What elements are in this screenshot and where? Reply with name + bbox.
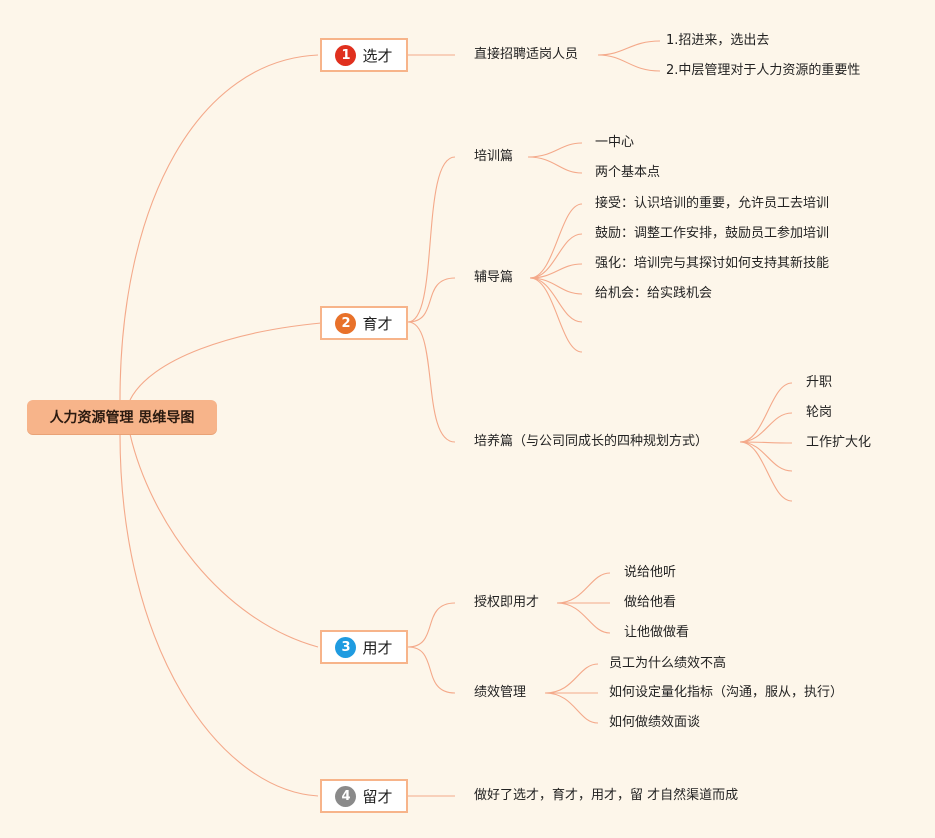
node-empower-item[interactable]: 说给他听 [624, 565, 677, 580]
branch-label: 育才 [362, 314, 393, 333]
node-coaching-item[interactable]: 接受：认识培训的重要，允许员工去培训 [595, 196, 830, 211]
node-direct-recruit[interactable]: 直接招聘适岗人员 [474, 47, 579, 62]
node-empower-item[interactable]: 让他做做看 [624, 625, 690, 640]
node-performance[interactable]: 绩效管理 [474, 685, 527, 700]
node-retain-summary[interactable]: 做好了选才，育才，用才，留 才自然渠道而成 [474, 788, 739, 803]
number-badge: 4 [335, 785, 357, 807]
node-coaching[interactable]: 辅导篇 [474, 270, 514, 285]
number-badge: 3 [335, 636, 357, 658]
node-cultivate-item[interactable]: 工作扩大化 [806, 435, 872, 450]
link-root-b2 [129, 321, 334, 401]
branch-label: 用才 [362, 638, 393, 657]
node-performance-item[interactable]: 如何做绩效面谈 [609, 715, 701, 730]
node-performance-item[interactable]: 员工为什么绩效不高 [609, 656, 727, 671]
branch-label: 留才 [362, 787, 393, 806]
node-recruit-item[interactable]: 2.中层管理对于人力资源的重要性 [666, 63, 861, 78]
node-performance-item[interactable]: 如何设定量化指标（沟通，服从，执行） [609, 685, 844, 700]
node-training-item[interactable]: 两个基本点 [595, 165, 661, 180]
node-coaching-item[interactable]: 鼓励：调整工作安排，鼓励员工参加培训 [595, 226, 830, 241]
link-root-b4 [119, 433, 319, 797]
node-empower-item[interactable]: 做给他看 [624, 595, 677, 610]
node-cultivate[interactable]: 培养篇（与公司同成长的四种规划方式） [474, 434, 709, 449]
root-node[interactable]: 人力资源管理 思维导图 [27, 400, 217, 434]
node-cultivate-item[interactable]: 升职 [806, 375, 833, 390]
branch-use-talent[interactable]: 3 用才 [320, 630, 408, 664]
node-cultivate-item[interactable]: 轮岗 [806, 405, 833, 420]
node-coaching-item[interactable]: 强化：培训完与其探讨如何支持其新技能 [595, 256, 830, 271]
number-badge: 1 [335, 44, 357, 66]
link-root-b3 [129, 433, 319, 648]
number-badge: 2 [335, 312, 357, 334]
node-recruit-item[interactable]: 1.招进来，选出去 [666, 33, 770, 48]
branch-develop-talent[interactable]: 2 育才 [320, 306, 408, 340]
node-coaching-item[interactable]: 给机会：给实践机会 [595, 286, 713, 301]
branch-select-talent[interactable]: 1 选才 [320, 38, 408, 72]
link-root-b1 [119, 54, 319, 401]
node-training-item[interactable]: 一中心 [595, 135, 635, 150]
branch-label: 选才 [362, 46, 393, 65]
branch-retain-talent[interactable]: 4 留才 [320, 779, 408, 813]
node-empower[interactable]: 授权即用才 [474, 595, 540, 610]
node-training[interactable]: 培训篇 [474, 149, 514, 164]
